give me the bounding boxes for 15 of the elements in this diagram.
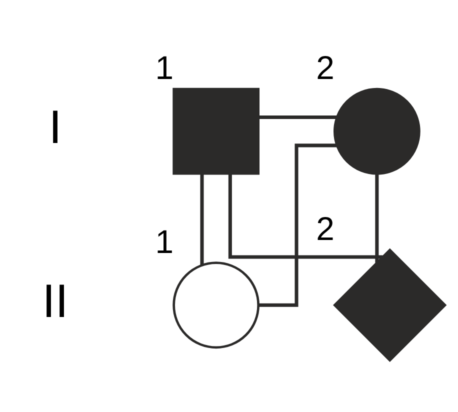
- label: II: [42, 273, 68, 326]
- connector: [375, 173, 379, 262]
- node-diamond: [333, 248, 447, 362]
- connector: [258, 115, 337, 119]
- node-circle: [172, 261, 260, 348]
- connector: [228, 173, 383, 258]
- label: I: [48, 100, 62, 153]
- node-box: [172, 87, 260, 174]
- node-label: 1: [155, 48, 174, 86]
- node-label: 1: [155, 222, 174, 260]
- node-label: 2: [316, 48, 334, 86]
- connector: [258, 143, 337, 306]
- node-label: 2: [316, 209, 334, 246]
- node-circle: [334, 87, 420, 174]
- connector: [200, 173, 204, 265]
